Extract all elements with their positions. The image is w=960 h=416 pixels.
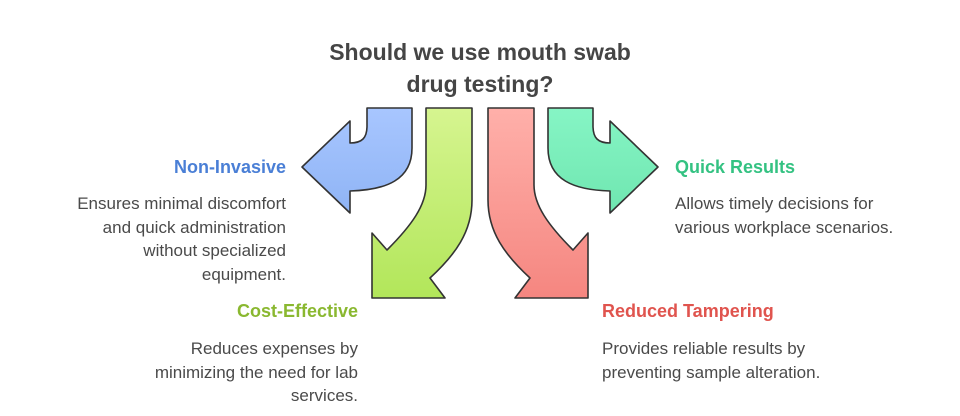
title-line-1: Should we use mouth swab <box>329 39 631 65</box>
reduced-tampering-heading: Reduced Tampering <box>602 301 774 322</box>
cost-effective-heading: Cost-Effective <box>237 301 358 322</box>
non-invasive-heading: Non-Invasive <box>174 157 286 178</box>
cost-effective-heading-text: Cost-Effective <box>236 301 358 321</box>
reduced-tampering-heading-text: Reduced Tampering <box>602 301 774 321</box>
diagram-title: Should we use mouth swab drug testing? <box>280 36 680 100</box>
description-line: Reduces expenses by <box>190 339 358 358</box>
title-line-2: drug testing? <box>406 71 554 97</box>
cost-effective-description: Reduces expenses by minimizing the need … <box>155 337 358 408</box>
description-line: without specialized <box>143 241 286 260</box>
non-invasive-arrow <box>301 107 413 214</box>
reduced-tampering-description: Provides reliable results by preventing … <box>602 337 820 384</box>
description-line: Provides reliable results by <box>602 339 806 358</box>
description-line: various workplace scenarios. <box>675 217 894 237</box>
description-line: services. <box>290 386 358 405</box>
cost-effective-arrow <box>371 107 473 299</box>
description-line: equipment. <box>201 264 286 284</box>
reduced-tampering-arrow <box>487 107 589 299</box>
description-line: Ensures minimal discomfort <box>77 194 286 213</box>
quick-results-description: Allows timely decisions for various work… <box>675 192 893 239</box>
quick-results-arrow <box>547 107 659 214</box>
description-line: Allows timely decisions for <box>675 194 874 213</box>
description-line: and quick administration <box>102 217 286 237</box>
non-invasive-heading-text: Non-Invasive <box>173 157 286 177</box>
quick-results-heading: Quick Results <box>675 157 795 178</box>
description-line: minimizing the need for lab <box>154 362 358 382</box>
description-line: preventing sample alteration. <box>602 362 821 382</box>
quick-results-heading-text: Quick Results <box>675 157 796 177</box>
non-invasive-description: Ensures minimal discomfort and quick adm… <box>77 192 286 286</box>
